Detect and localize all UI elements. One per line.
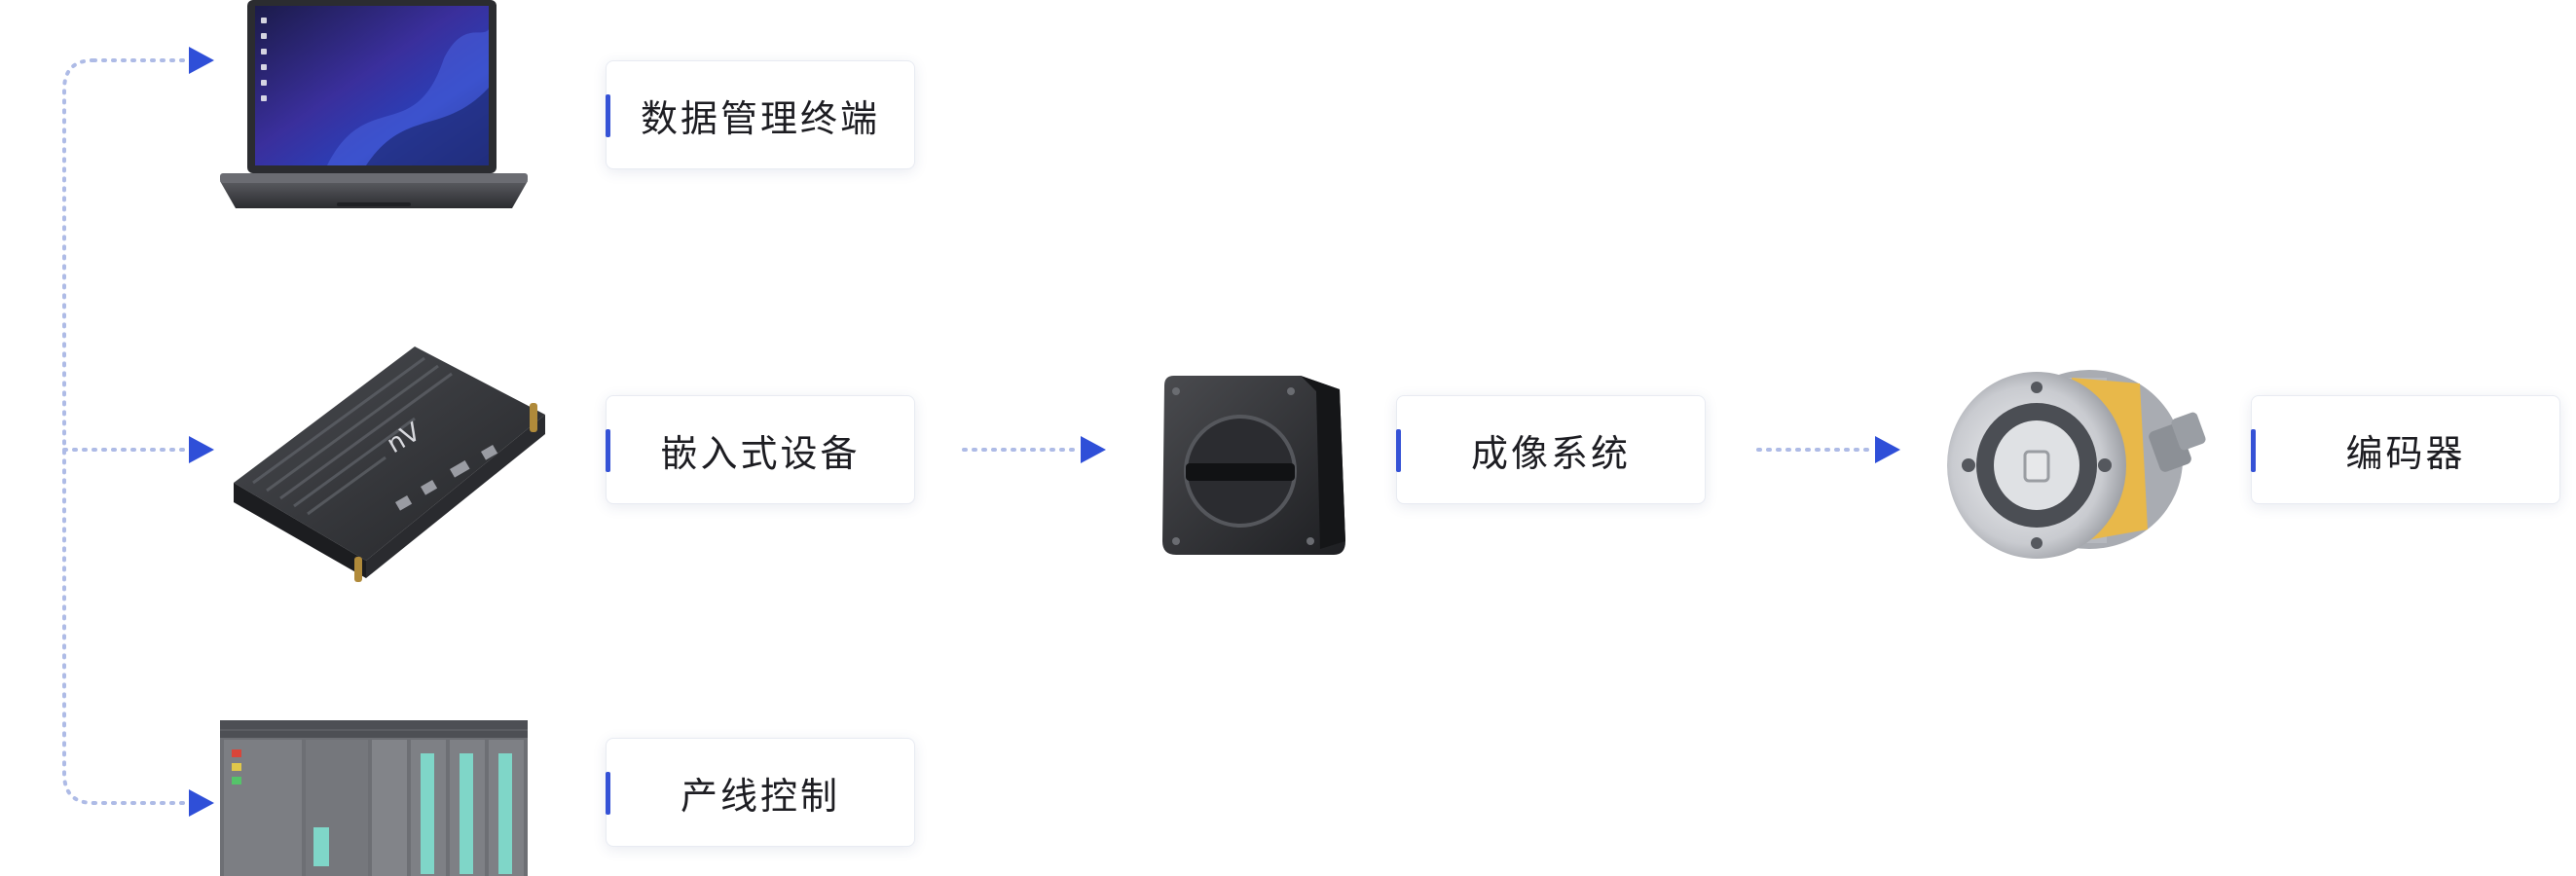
node-accent-bar (606, 429, 610, 472)
arrow-imaging-icon (1081, 436, 1106, 463)
node-production-label: 产线控制 (680, 774, 840, 818)
node-embedded-label: 嵌入式设备 (660, 431, 861, 475)
node-accent-bar (606, 772, 610, 815)
line-scan-camera-icon (1162, 376, 1345, 555)
arrow-terminal-icon (189, 47, 214, 74)
node-imaging-label: 成像系统 (1470, 431, 1631, 475)
arrow-production-icon (189, 789, 214, 817)
node-accent-bar (1396, 429, 1401, 472)
trunk-connector (62, 58, 95, 805)
node-terminal-label: 数据管理终端 (640, 96, 880, 140)
node-accent-bar (606, 94, 610, 137)
node-encoder-label: 编码器 (2345, 431, 2466, 475)
arrow-embedded-icon (189, 436, 214, 463)
node-imaging: 成像系统 (1396, 395, 1706, 504)
rotary-encoder-icon (1947, 370, 2206, 559)
plc-rack-icon (220, 720, 528, 876)
arrow-encoder-icon (1875, 436, 1900, 463)
node-accent-bar (2251, 429, 2256, 472)
node-embedded: 嵌入式设备 (606, 395, 915, 504)
embedded-box-icon: nV (234, 347, 545, 582)
node-production: 产线控制 (606, 738, 915, 847)
node-encoder: 编码器 (2251, 395, 2560, 504)
laptop-icon (220, 0, 528, 208)
node-terminal: 数据管理终端 (606, 60, 915, 169)
